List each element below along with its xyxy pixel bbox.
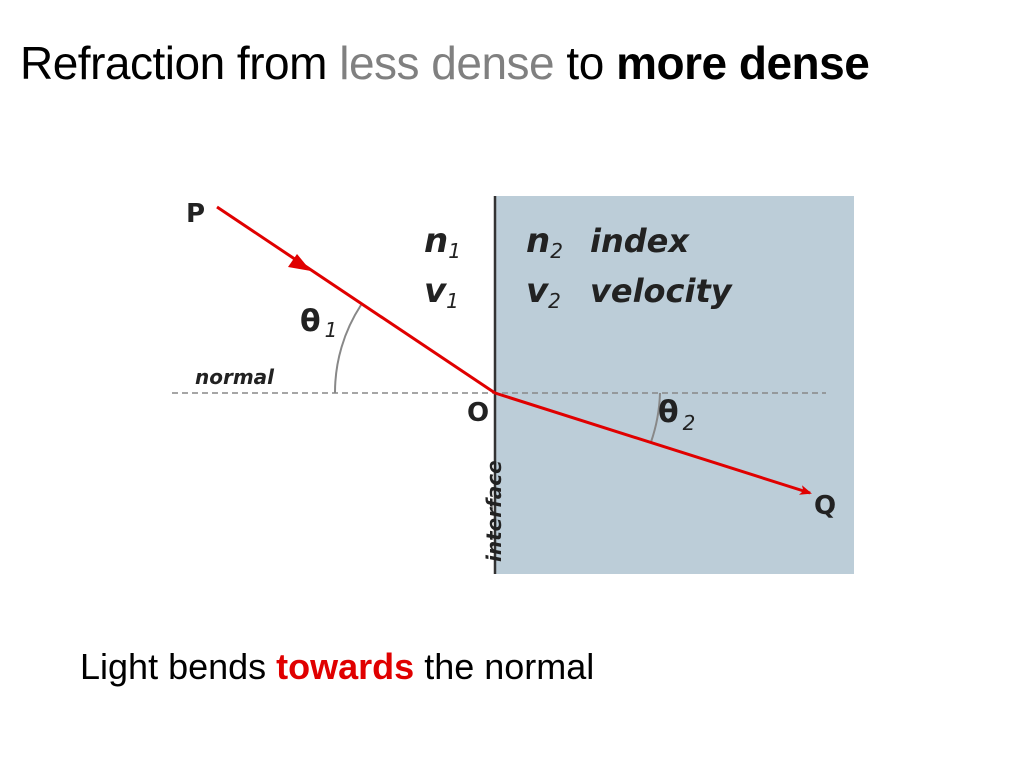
n1-label: n1 [424,221,461,263]
theta1-arc [333,304,362,394]
point-o-label: O [467,398,489,428]
denser-medium-region [496,196,854,574]
point-p-label: P [186,199,205,229]
index-label: index [590,222,690,260]
interface-label: interface [482,460,506,562]
caption-suffix: the normal [414,646,595,687]
normal-label: normal [195,365,275,389]
caption-towards: towards [276,646,415,687]
point-q-label: Q [814,491,836,521]
title-prefix: Refraction from [20,37,340,89]
velocity-label: velocity [590,272,733,310]
theta2-arc [650,392,661,443]
slide-title: Refraction from less dense to more dense [20,36,870,90]
slide-caption: Light bends towards the normal [80,646,594,688]
incident-ray [216,205,496,395]
v1-label: v1 [424,271,459,313]
title-less-dense: less dense [339,37,555,89]
caption-prefix: Light bends [80,646,277,687]
v2-label: v2 [526,271,561,313]
title-more-dense: more dense [616,37,870,89]
incident-direction-arrow [288,254,311,271]
n2-label: n2 [526,221,563,263]
title-to: to [554,37,617,89]
refracted-ray [494,391,812,495]
